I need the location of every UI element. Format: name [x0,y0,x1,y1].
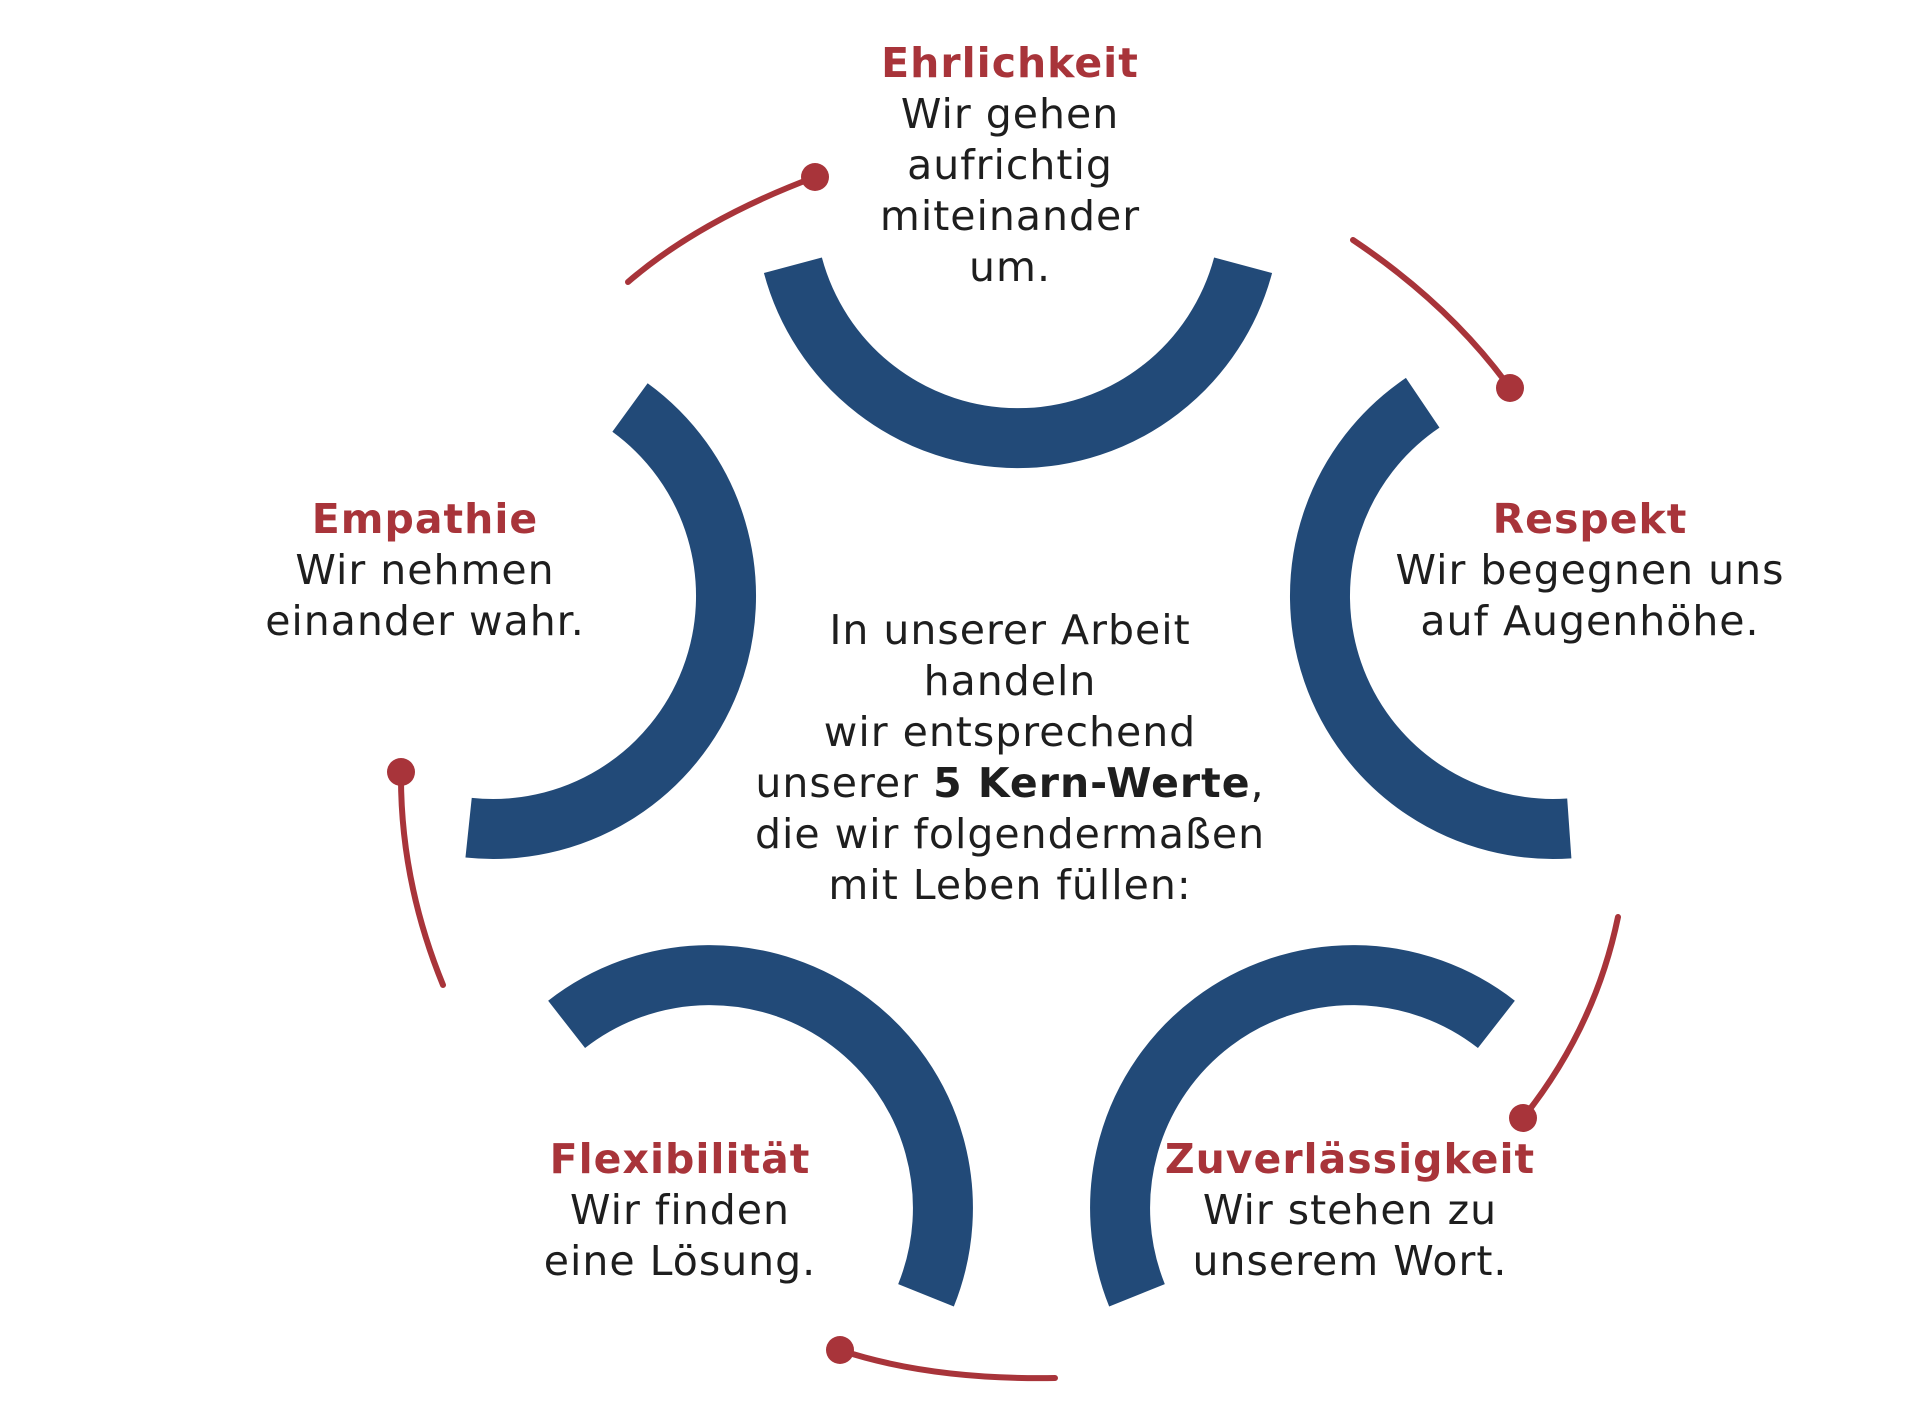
value-ehrlichkeit: Ehrlichkeit Wir gehen aufrichtig miteina… [760,38,1260,293]
value-desc-line: einander wahr. [265,597,585,645]
value-desc-line: Wir nehmen [295,546,555,594]
value-title-zuverlaessigkeit: Zuverlässigkeit [1164,1135,1536,1183]
value-desc-line: Wir begegnen uns [1395,546,1785,594]
ring-segment-empathie [465,383,756,859]
connector-flexibilitaet-to-empathie [387,758,446,988]
value-flexibilitaet: Flexibilität Wir finden eine Lösung. [480,1134,880,1287]
ring-segment-ehrlichkeit [763,257,1273,469]
value-empathie: Empathie Wir nehmen einander wahr. [225,494,625,647]
ring-segments [465,257,1572,1307]
center-line: die wir folgendermaßen [754,810,1266,858]
center-line-with-emphasis: unserer 5 Kern-Werte, [730,758,1290,809]
value-desc-line: auf Augenhöhe. [1420,597,1760,645]
center-line: In unserer Arbeit [829,606,1191,654]
value-title-empathie: Empathie [311,495,539,543]
value-zuverlaessigkeit: Zuverlässigkeit Wir stehen zu unserem Wo… [1100,1134,1600,1287]
connector-ehrlichkeit-to-respekt [1350,237,1524,402]
connector-line [837,1347,1058,1382]
value-title-ehrlichkeit: Ehrlichkeit [881,39,1139,87]
value-desc-line: eine Lösung. [543,1237,817,1285]
value-respekt: Respekt Wir begegnen uns auf Augenhöhe. [1340,494,1840,647]
center-line: mit Leben füllen: [828,861,1192,909]
value-desc-line: Wir stehen zu [1202,1186,1498,1234]
connector-line [625,174,818,285]
connector-dot-icon [801,163,829,191]
center-line: wir entsprechend [823,708,1197,756]
value-title-respekt: Respekt [1492,495,1688,543]
value-desc-line: um. [969,243,1051,291]
value-desc-line: aufrichtig [907,141,1113,189]
ring-segment-respekt [1289,377,1572,859]
value-desc-line: unserem Wort. [1192,1237,1508,1285]
ring-segment-flexibilitaet [548,945,973,1307]
center-line4-suffix: , [1250,759,1265,807]
center-intro-text: In unserer Arbeit handeln wir entspreche… [730,605,1290,911]
connector-line [1350,237,1513,391]
value-desc-line: Wir finden [570,1186,790,1234]
connector-dot-icon [826,1336,854,1364]
value-title-flexibilitaet: Flexibilität [549,1135,811,1183]
connector-arrows [387,163,1621,1382]
connector-line [397,769,446,988]
connector-zuverlaessigkeit-to-flexibilitaet [826,1336,1058,1382]
value-desc-line: Wir gehen [900,90,1120,138]
connector-respekt-to-zuverlaessigkeit [1509,914,1621,1132]
connector-dot-icon [1496,374,1524,402]
center-line: handeln [923,657,1097,705]
ring-segment-zuverlaessigkeit [1090,945,1515,1307]
connector-line [1520,914,1621,1121]
core-values-emphasis: 5 Kern-Werte [933,759,1251,807]
connector-empathie-to-ehrlichkeit [625,163,829,285]
value-desc-line: miteinander [879,192,1141,240]
center-line4-prefix: unserer [755,759,934,807]
connector-dot-icon [1509,1104,1537,1132]
connector-dot-icon [387,758,415,786]
